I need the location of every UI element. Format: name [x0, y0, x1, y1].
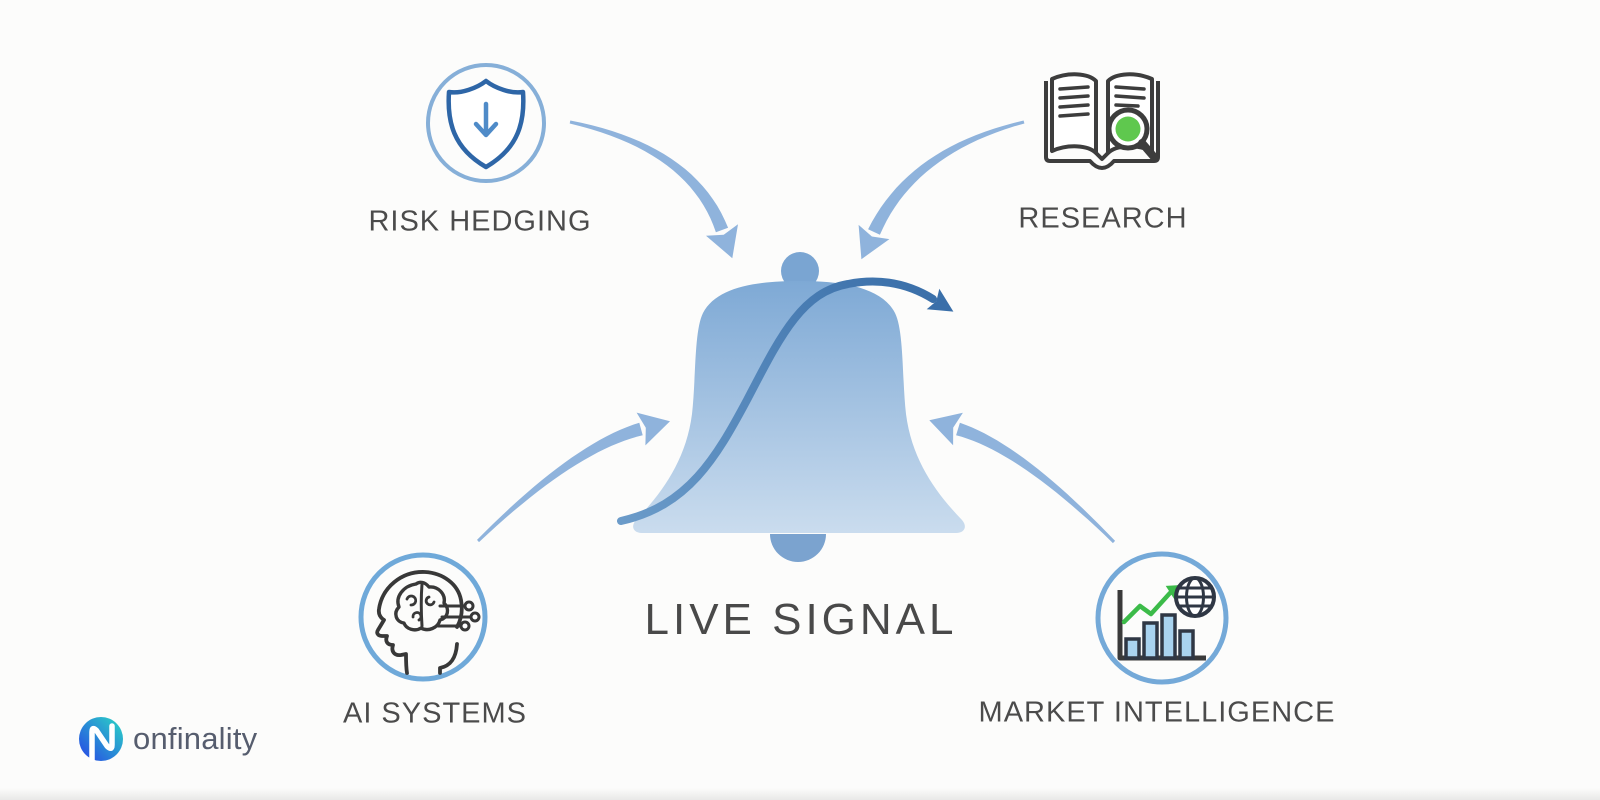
flow-arrow — [868, 120, 1025, 235]
book-magnifier-icon — [1044, 72, 1160, 170]
flow-arrows — [477, 120, 1116, 544]
flow-arrow — [569, 120, 729, 233]
brand-logo: onfinality — [78, 716, 257, 762]
flow-arrowhead — [706, 224, 738, 259]
bar-chart-globe-icon — [1095, 551, 1229, 685]
page-lines-right — [1114, 85, 1146, 108]
brand-name: onfinality — [133, 721, 258, 756]
node-label-research: RESEARCH — [1018, 202, 1188, 235]
icon-ring — [358, 552, 488, 682]
brain-squiggles — [405, 594, 436, 622]
onfinality-logo-icon — [79, 717, 123, 762]
signal-curve-arrow — [617, 277, 954, 525]
node-label-market-intelligence: MARKET INTELLIGENCE — [978, 696, 1336, 729]
node-label-ai-systems: AI SYSTEMS — [342, 697, 528, 730]
icon-ring — [1095, 551, 1229, 685]
ai-brain-head-icon — [358, 552, 488, 682]
circuit-traces — [436, 600, 481, 632]
flow-arrowhead — [636, 412, 670, 446]
brain-outline — [394, 580, 450, 632]
node-label-risk-hedging: RISK HEDGING — [368, 205, 592, 238]
bottom-shade — [0, 788, 1600, 800]
chart-axes — [1117, 590, 1206, 661]
signal-curve-arrowhead — [926, 288, 954, 312]
flow-arrow — [477, 422, 643, 543]
flow-arrowhead — [929, 412, 963, 446]
shield-download-icon — [426, 63, 546, 183]
globe-icon — [1174, 576, 1216, 618]
flow-arrowhead — [858, 224, 890, 260]
bell-icon — [633, 252, 965, 562]
chart-bars — [1124, 613, 1195, 660]
icon-ring — [426, 63, 546, 183]
page-lines-left — [1058, 85, 1090, 118]
bell-clapper — [770, 534, 826, 562]
flow-arrow — [956, 422, 1116, 544]
center-label: LIVE SIGNAL — [644, 595, 958, 644]
magnifier-glass — [1106, 107, 1158, 161]
